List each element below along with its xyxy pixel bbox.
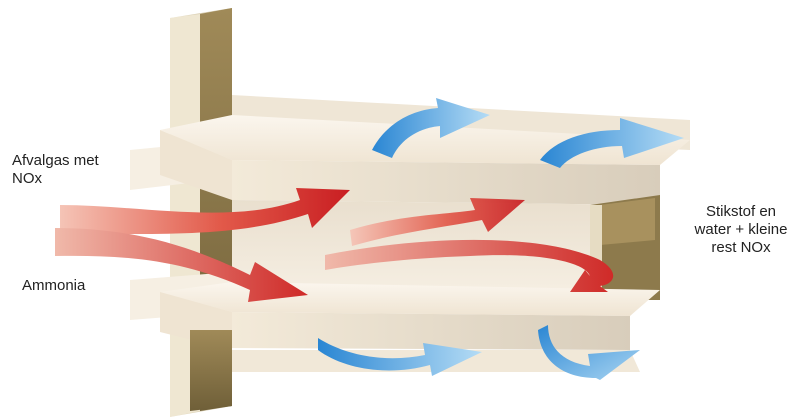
gas-flow-arrow-lower — [55, 228, 308, 302]
ammonia-label: Ammonia — [22, 277, 86, 294]
air-flow-arrow-bottom-right — [538, 325, 640, 380]
lower-frame-block — [190, 330, 232, 411]
output-label: Stikstof en water + kleine rest NOx — [694, 203, 788, 256]
lower-plate — [160, 282, 660, 350]
input-gas-label: Afvalgas met NOx — [12, 152, 99, 187]
air-flow-arrow-top-left — [372, 98, 490, 158]
gas-flow-arrow-right — [325, 239, 614, 292]
air-flow-arrow-top-right — [540, 118, 684, 168]
gas-flow-arrow-upper — [60, 188, 350, 235]
air-flow-arrow-bottom-left — [318, 338, 482, 376]
gas-flow-arrow-middle — [350, 198, 525, 246]
